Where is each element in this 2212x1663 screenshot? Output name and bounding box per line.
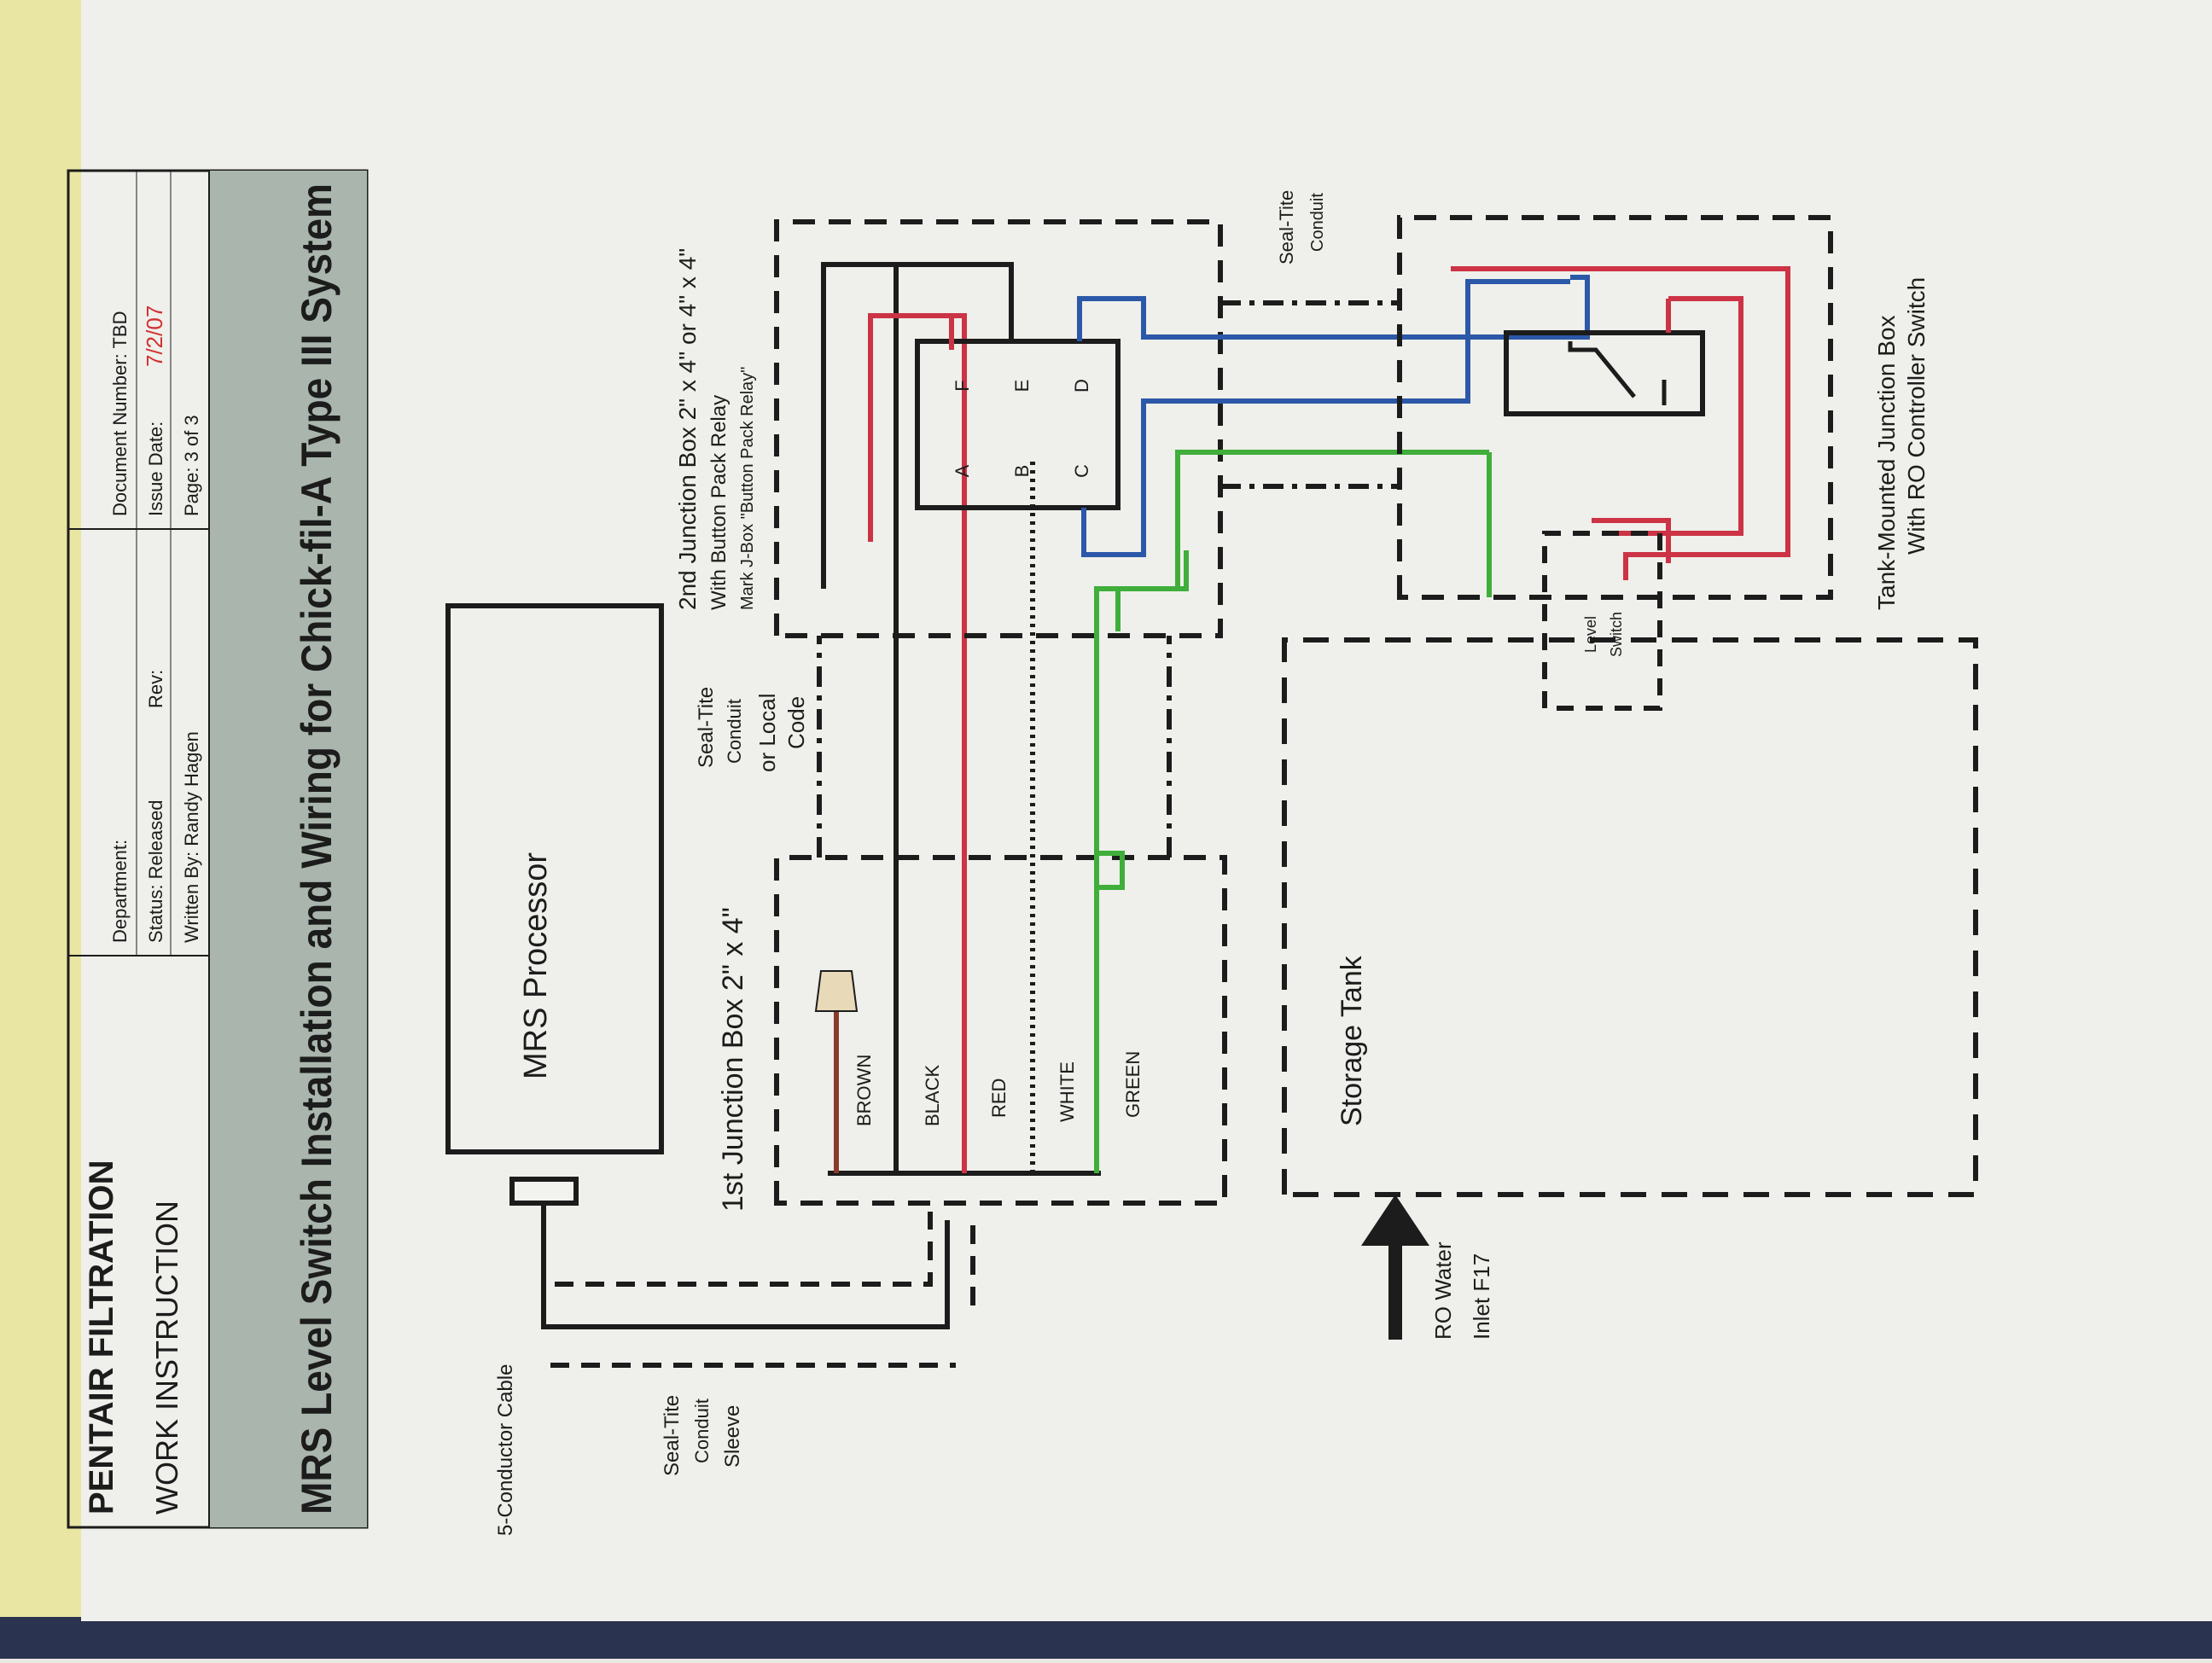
title-band — [209, 171, 367, 1527]
mrs-processor-box — [445, 603, 664, 1154]
junction-box-2-label-1: 2nd Junction Box 2" x 4" or 4" x 4" — [674, 248, 701, 610]
sleeve-label-1: Seal-Tite — [661, 1395, 684, 1476]
wire-label-brown: BROWN — [853, 1055, 875, 1126]
blue-wire-1 — [1077, 275, 1590, 341]
written-by: Written By: Randy Hagen — [181, 731, 202, 943]
wire-label-green: GREEN — [1122, 1051, 1144, 1118]
issue-date-value: 7/2/07 — [142, 305, 167, 367]
red-wire-to-level — [1592, 518, 1671, 563]
green-wire-jog-2 — [1097, 586, 1121, 631]
wire-label-black: BLACK — [922, 1065, 943, 1126]
switch-contact — [1568, 341, 1636, 398]
ro-inlet-label-2: Inlet F17 — [1469, 1253, 1494, 1340]
page-number: Page: 3 of 3 — [181, 415, 202, 516]
mrs-processor-label: MRS Processor — [518, 852, 554, 1079]
brown-wire-nut — [814, 970, 859, 1012]
level-switch-box — [1542, 531, 1662, 711]
green-wire — [1094, 550, 1189, 1173]
junction-box-1-label: 1st Junction Box 2" x 4" — [717, 907, 749, 1212]
document-number: Document Number: TBD — [109, 311, 131, 516]
sleeve-conduit-inner — [555, 1212, 933, 1287]
red-wire — [868, 313, 967, 1173]
level-switch-label-2: Switch — [1608, 612, 1625, 657]
five-conductor-cable — [541, 1203, 950, 1329]
ro-inlet-arrow-icon — [1361, 1195, 1429, 1340]
red-wire-to-relay — [870, 313, 954, 350]
rev-label: Rev: — [145, 670, 166, 708]
relay-terminal-a: A — [952, 464, 973, 477]
ro-controller-switch — [1504, 330, 1705, 416]
blue-wire-2 — [1081, 279, 1570, 557]
junction-box-2-label-3: Mark J-Box "Button Pack Relay" — [738, 367, 757, 610]
department-label: Department: — [109, 840, 131, 943]
desk-edge — [0, 1617, 2212, 1659]
ro-inlet-label-1: RO Water — [1430, 1241, 1456, 1340]
relay-terminal-f: F — [952, 380, 973, 391]
document-page: PENTAIR FILTRATION WORK INSTRUCTION Depa… — [67, 169, 1978, 1536]
cable-connector — [509, 1177, 579, 1206]
sleeve-label-3: Sleeve — [721, 1405, 744, 1468]
black-wire-to-relay — [824, 262, 1014, 341]
company-name: PENTAIR FILTRATION — [83, 1160, 120, 1515]
relay-terminal-e: E — [1011, 380, 1033, 392]
junction-box-1 — [774, 855, 1227, 1206]
conduit-mid-label-2: Conduit — [724, 699, 745, 764]
tank-junction-box — [1397, 215, 1833, 600]
relay-terminal-b: B — [1011, 465, 1033, 478]
cable-label: 5-Conductor Cable — [494, 1364, 517, 1536]
red-wire-tank-outer — [1451, 266, 1790, 580]
button-pack-relay — [915, 339, 1121, 510]
red-wire-tank-inner — [1617, 296, 1743, 536]
green-wire-to-tank — [1175, 450, 1489, 591]
conduit-mid-label-1: Seal-Tite — [695, 687, 718, 768]
level-switch-label-1: Level — [1582, 616, 1599, 653]
sleeve-label-2: Conduit — [691, 1398, 713, 1463]
storage-tank — [1282, 637, 1978, 1197]
relay-terminal-d: D — [1071, 379, 1092, 392]
header-block: PENTAIR FILTRATION WORK INSTRUCTION Depa… — [67, 169, 369, 1529]
page-title: MRS Level Switch Installation and Wiring… — [293, 183, 341, 1515]
paper-sheet — [81, 0, 2212, 1621]
conduit-top-label-2: Conduit — [1308, 193, 1327, 252]
tank-jbox-label-1: Tank-Mounted Junction Box — [1873, 315, 1900, 610]
conduit-mid-label-4: Code — [783, 696, 809, 749]
conduit-top-label-1: Seal-Tite — [1276, 190, 1297, 265]
junction-box-2-label-2: With Button Pack Relay — [707, 395, 731, 610]
issue-date-label: Issue Date: — [145, 422, 166, 516]
relay-terminal-c: C — [1071, 464, 1092, 478]
storage-tank-label: Storage Tank — [1336, 955, 1368, 1126]
doc-type: WORK INSTRUCTION — [149, 1201, 184, 1515]
wire-label-white: WHITE — [1057, 1061, 1078, 1122]
green-wire-jog — [1097, 851, 1125, 890]
conduit-mid-label-3: or Local — [754, 694, 780, 773]
wire-label-red: RED — [988, 1079, 1010, 1118]
status-label: Status: Released — [145, 800, 166, 943]
tank-jbox-label-2: With RO Controller Switch — [1903, 277, 1930, 555]
